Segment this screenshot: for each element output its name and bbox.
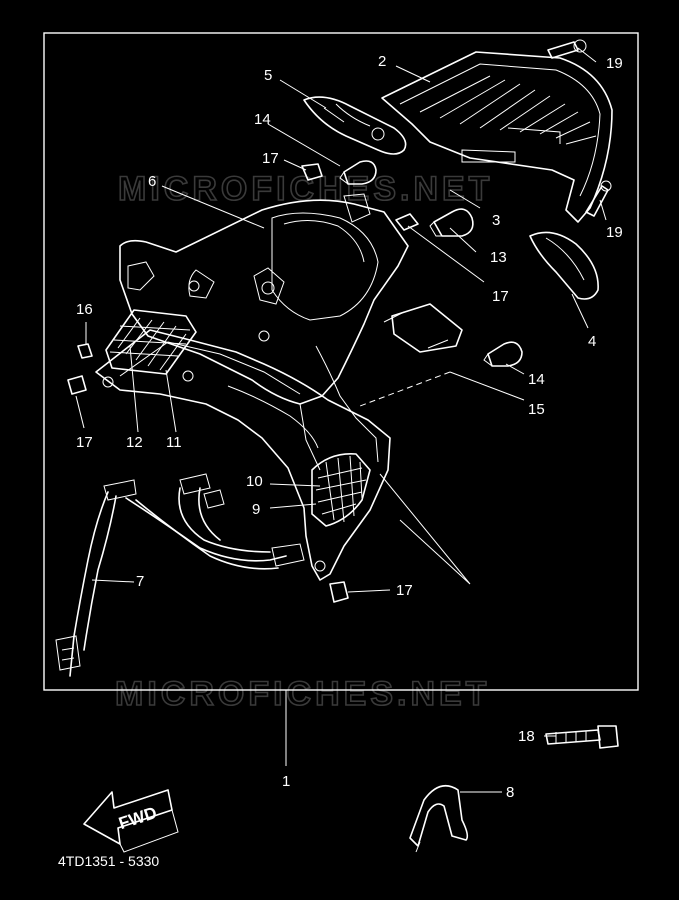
drawing-code: 4TD1351 - 5330 [58, 853, 159, 869]
clip-16 [77, 343, 93, 359]
callout-6: 6 [148, 173, 156, 190]
clip-17-a [301, 163, 323, 181]
bolt-18-part [545, 725, 619, 749]
left-lens-part [303, 96, 407, 155]
callout-numbers: 2 19 5 14 17 6 3 19 13 17 4 16 14 15 17 … [76, 53, 623, 801]
watermark-bottom: MICROFICHES.NET [115, 675, 490, 713]
bracket-15-part [383, 303, 463, 353]
clip-17-c [67, 375, 87, 395]
callout-19-top: 19 [606, 55, 623, 72]
callout-12: 12 [126, 434, 143, 451]
right-lens-part [529, 231, 599, 300]
callout-13: 13 [490, 249, 507, 266]
callout-8: 8 [506, 784, 514, 801]
callout-11: 11 [166, 434, 182, 451]
wire-harness-part [55, 473, 305, 677]
bracket-8-part [409, 784, 469, 853]
callout-17-left: 17 [76, 434, 93, 451]
callout-9: 9 [252, 501, 260, 518]
bulb-14-lower-part [483, 341, 523, 367]
callout-3: 3 [492, 212, 500, 229]
callout-17-top: 17 [262, 150, 279, 167]
license-bracket-part [95, 329, 471, 585]
callout-19-right: 19 [606, 224, 623, 241]
callout-10: 10 [246, 473, 263, 490]
callout-5: 5 [264, 67, 272, 84]
callout-14-right: 14 [528, 371, 545, 388]
bulb-14-upper-part [339, 160, 377, 185]
callout-7: 7 [136, 573, 144, 590]
screw-19-top [547, 39, 587, 59]
watermark-top: MICROFICHES.NET [118, 170, 493, 208]
left-reflector-part [105, 309, 197, 375]
bulb-13-part [429, 208, 474, 237]
callout-14-top: 14 [254, 111, 271, 128]
callout-1: 1 [282, 773, 290, 790]
callout-17-bottom: 17 [396, 582, 413, 599]
clip-17-d [329, 581, 349, 603]
leader-lines [75, 47, 607, 793]
callout-16: 16 [76, 301, 93, 318]
assembly-frame [43, 32, 639, 691]
screw-19-right [585, 180, 612, 217]
callout-4: 4 [588, 333, 596, 350]
callout-17-mid: 17 [492, 288, 509, 305]
direction-label: FWD [116, 803, 159, 833]
taillight-lens-part [381, 51, 613, 223]
taillight-base-part [119, 193, 409, 405]
callout-18: 18 [518, 728, 535, 745]
lower-reflector-part [311, 453, 371, 527]
callout-15: 15 [528, 401, 545, 418]
callout-2: 2 [378, 53, 386, 70]
forward-arrow-icon: FWD [83, 789, 179, 853]
clip-17-b [395, 213, 419, 231]
